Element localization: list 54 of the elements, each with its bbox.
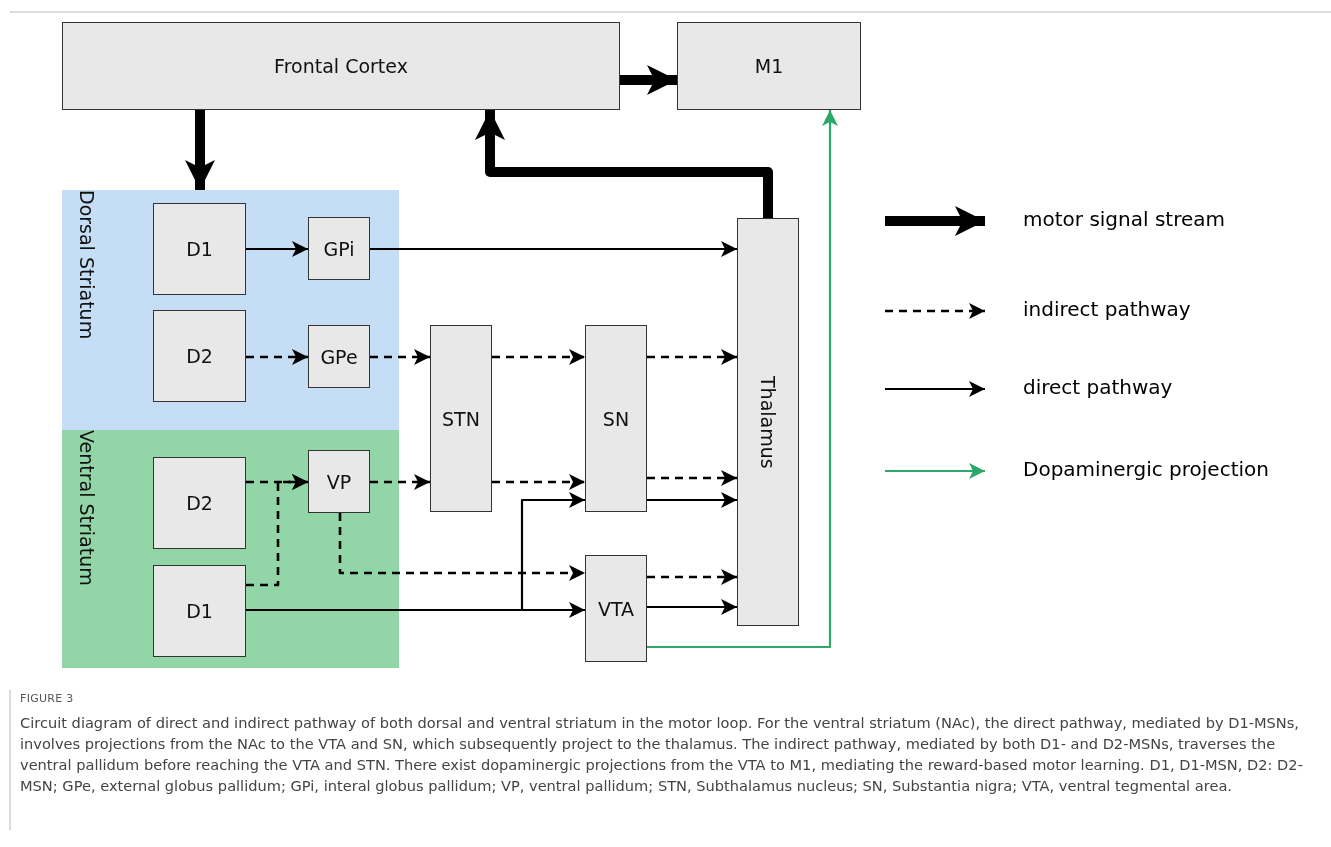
- process-box: [585, 555, 647, 662]
- region-band: [62, 430, 399, 668]
- region-label: Dorsal Striatum: [76, 190, 98, 342]
- process-box: [737, 218, 799, 626]
- process-box: [585, 325, 647, 512]
- arrow: [246, 349, 308, 365]
- node-label: SN: [602, 407, 630, 430]
- process-box: [153, 310, 246, 402]
- thick-arrow: [475, 110, 773, 218]
- node-label: Thalamus: [757, 375, 779, 469]
- legend-label: indirect pathway: [1023, 297, 1191, 321]
- process-box: [308, 325, 370, 388]
- process-box: [153, 203, 246, 295]
- node-label: D1: [186, 600, 213, 622]
- arrow: [647, 492, 737, 508]
- process-box: [153, 565, 246, 657]
- arrow: [338, 513, 585, 581]
- legend-label: motor signal stream: [1023, 207, 1225, 231]
- process-box: [308, 217, 370, 280]
- node-label: STN: [442, 407, 480, 430]
- legend-label: Dopaminergic projection: [1023, 457, 1269, 481]
- region-label: Ventral Striatum: [76, 430, 98, 588]
- node-label: VTA: [597, 597, 635, 620]
- arrow: [492, 474, 585, 490]
- arrow: [647, 569, 737, 585]
- process-box: [677, 22, 861, 110]
- region-band: [62, 190, 399, 430]
- node-label: VP: [326, 470, 352, 493]
- node-label: D2: [186, 492, 213, 514]
- arrow: [370, 241, 737, 257]
- arrow: [647, 110, 838, 649]
- thick-arrow: [620, 65, 677, 95]
- process-box: [430, 325, 492, 512]
- arrow: [246, 241, 308, 257]
- arrow: [647, 470, 737, 486]
- node-label: M1: [754, 55, 784, 77]
- process-box: [62, 22, 620, 110]
- thick-arrow: [185, 110, 215, 190]
- arrow: [246, 474, 308, 587]
- node-label: D2: [186, 345, 213, 367]
- figure-label: FIGURE 3: [20, 692, 74, 705]
- arrow: [492, 349, 585, 365]
- node-label: D1: [186, 238, 213, 260]
- legend-label: direct pathway: [1023, 375, 1173, 399]
- process-box: [308, 450, 370, 513]
- arrow: [370, 474, 430, 490]
- node-label: GPi: [323, 237, 355, 260]
- arrow: [647, 349, 737, 365]
- process-box: [153, 457, 246, 549]
- caption: Circuit diagram of direct and indirect pathway of both dorsal and ventral striatum in the motor loop. For the ventral striatum (NAc), the direct pathway, mediated by D1-MSNs, involves projections from the NAc to the VTA and SN, which subsequently project to the thalamus. The indirect pathway, mediated by both D1- and D2-MSNs, traverses the ventral pallidum before reaching the VTA and STN. There exist dopaminergic projections from the VTA to M1, mediating the reward-based motor learning. D1, D1-MSN, D2: D2-MSN; GPe, external globus pallidum; GPi, interal globus pallidum; VP, ventral pallidum; STN, Subthalamus nucleus; SN, Substantia nigra; VTA, ventral tegmental area.: [20, 713, 1304, 796]
- node-label: Frontal Cortex: [274, 55, 408, 77]
- node-label: GPe: [320, 345, 358, 368]
- arrow: [370, 349, 430, 365]
- arrow: [647, 599, 737, 615]
